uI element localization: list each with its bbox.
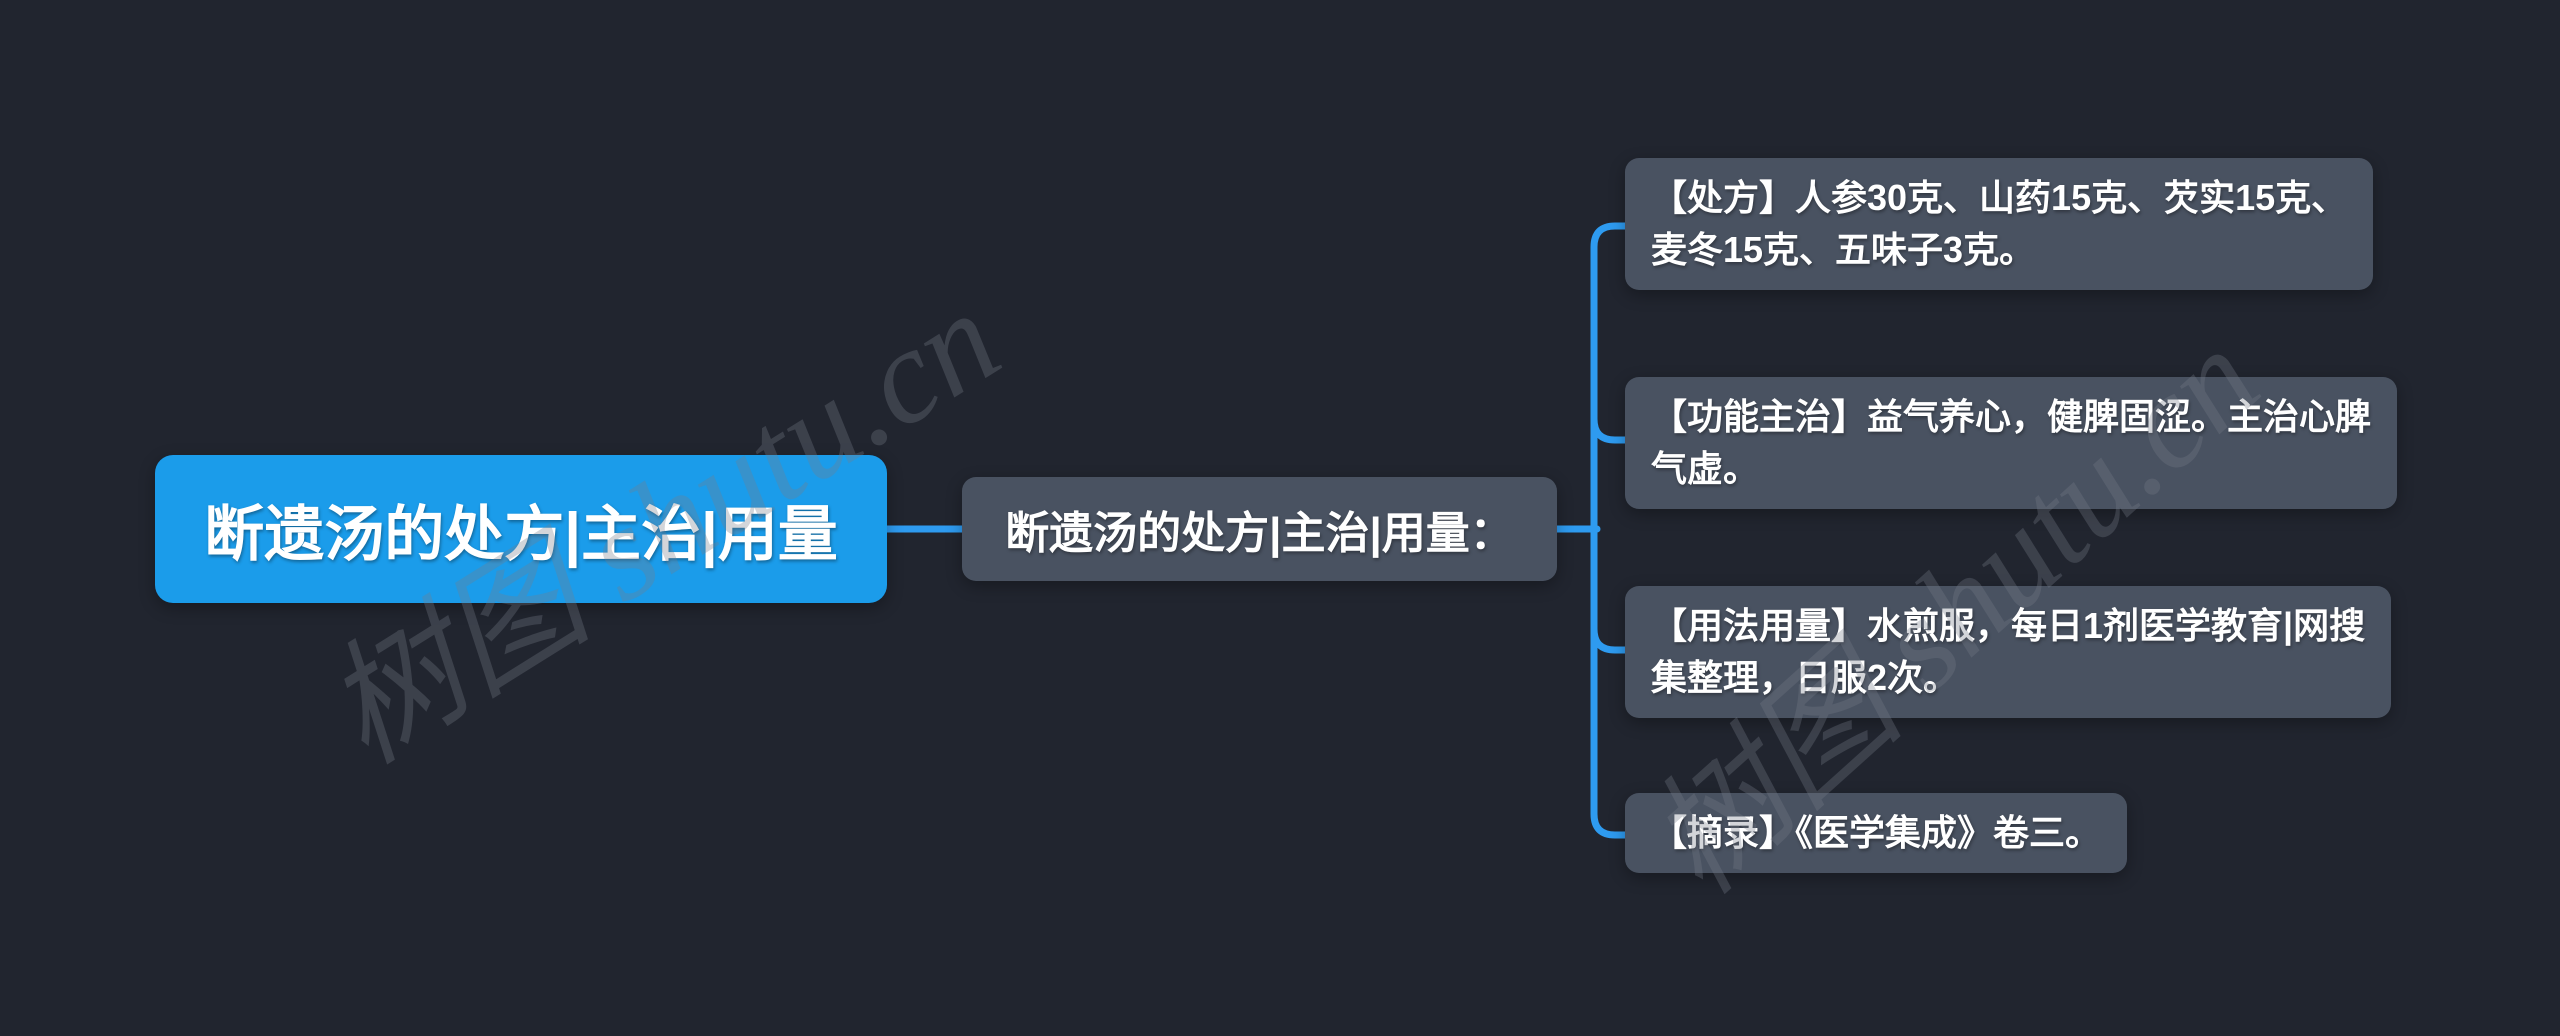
child-node-text-line: 集整理，日服2次。 [1651, 657, 1960, 698]
connector-branch-child3 [1590, 625, 1629, 654]
child-node-text-line: 麦冬15克、五味子3克。 [1651, 229, 2036, 270]
child-node-text-line: 【功能主治】益气养心，健脾固涩。主治心脾 [1651, 396, 2372, 437]
child-node-indications[interactable]: 【功能主治】益气养心，健脾固涩。主治心脾 气虚。 [1625, 377, 2398, 509]
child-node-source[interactable]: 【摘录】《医学集成》卷三。 [1625, 793, 2128, 873]
child-node-text-line: 气虚。 [1651, 448, 1760, 489]
root-node-label: 断遗汤的处方|主治|用量 [204, 500, 838, 568]
connector-trunk [1590, 222, 1629, 839]
connector-branch-child2 [1590, 415, 1629, 444]
parent-node[interactable]: 断遗汤的处方|主治|用量： [962, 477, 1557, 581]
root-node[interactable]: 断遗汤的处方|主治|用量 [155, 455, 887, 603]
child-node-text-line: 【摘录】《医学集成》卷三。 [1651, 812, 2102, 853]
child-node-prescription[interactable]: 【处方】人参30克、山药15克、芡实15克、 麦冬15克、五味子3克。 [1625, 158, 2374, 290]
child-node-dosage[interactable]: 【用法用量】水煎服，每日1剂医学教育|网搜 集整理，日服2次。 [1625, 586, 2392, 718]
child-node-text-line: 【用法用量】水煎服，每日1剂医学教育|网搜 [1651, 605, 2366, 646]
parent-node-label: 断遗汤的处方|主治|用量： [1005, 509, 1514, 558]
child-node-text-line: 【处方】人参30克、山药15克、芡实15克、 [1651, 177, 2348, 218]
